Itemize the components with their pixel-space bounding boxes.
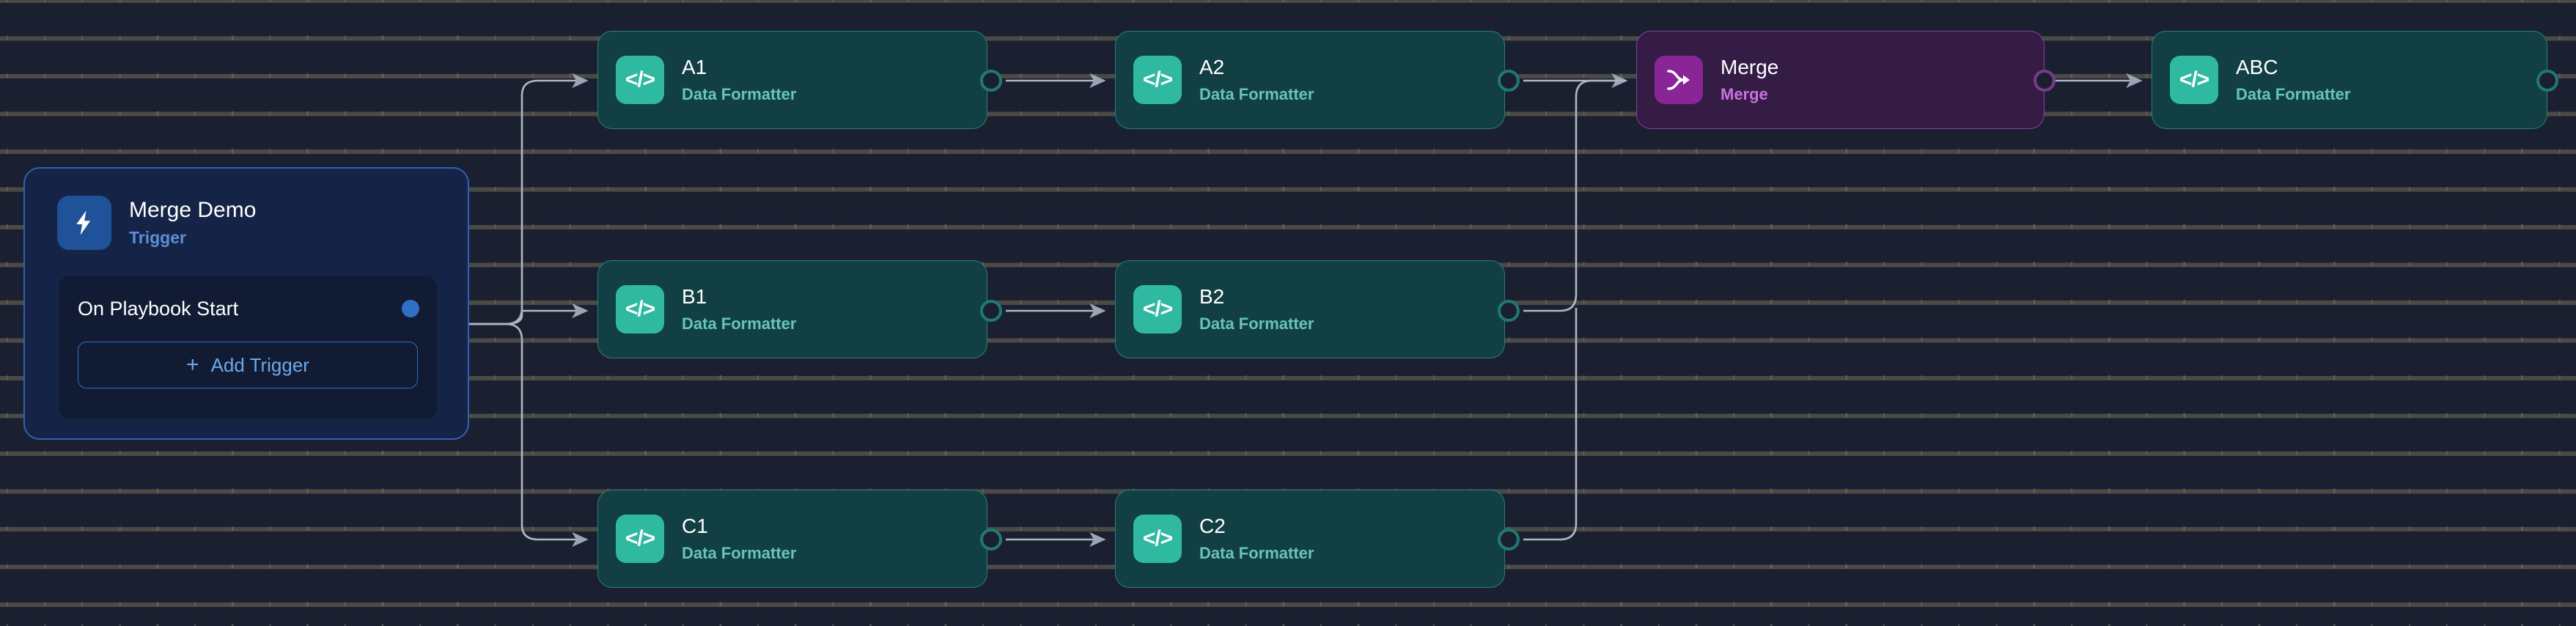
node-b1[interactable]: </> B1 Data Formatter	[597, 260, 987, 358]
node-c1-output-port[interactable]	[980, 529, 1002, 550]
node-merge-output-port[interactable]	[2034, 70, 2056, 92]
node-a2[interactable]: </> A2 Data Formatter	[1115, 31, 1505, 129]
code-icon: </>	[616, 56, 664, 104]
trigger-output-port[interactable]	[402, 300, 419, 317]
trigger-card[interactable]: Merge Demo Trigger On Playbook Start + A…	[23, 167, 469, 440]
code-icon: </>	[616, 515, 664, 563]
node-subtitle: Data Formatter	[1199, 544, 1314, 563]
plus-icon: +	[186, 353, 199, 377]
trigger-title: Merge Demo	[129, 197, 257, 222]
code-icon: </>	[1133, 515, 1182, 563]
add-trigger-label: Add Trigger	[210, 353, 309, 376]
edge-c2-merge	[1523, 308, 1578, 541]
node-b2[interactable]: </> B2 Data Formatter	[1115, 260, 1505, 358]
node-subtitle: Data Formatter	[1199, 314, 1314, 334]
node-title: B1	[682, 284, 707, 308]
node-subtitle: Data Formatter	[1199, 85, 1314, 104]
node-title: A2	[1199, 55, 1225, 78]
node-b1-output-port[interactable]	[980, 300, 1002, 322]
trigger-row-label: On Playbook Start	[78, 297, 239, 320]
merge-icon	[1655, 56, 1703, 104]
node-subtitle: Data Formatter	[682, 314, 797, 334]
node-title: C2	[1199, 514, 1226, 537]
code-icon: </>	[1133, 56, 1182, 104]
node-a1-output-port[interactable]	[980, 70, 1002, 92]
node-c2-output-port[interactable]	[1498, 529, 1520, 550]
node-abc[interactable]: </> ABC Data Formatter	[2152, 31, 2547, 129]
trigger-header: Merge Demo Trigger	[41, 185, 452, 261]
trigger-row-on-playbook-start[interactable]: On Playbook Start	[78, 295, 419, 323]
node-subtitle: Data Formatter	[2236, 85, 2351, 104]
code-icon: </>	[2170, 56, 2218, 104]
code-icon: </>	[616, 285, 664, 334]
edge-b2-merge	[1523, 79, 1626, 312]
node-subtitle: Merge	[1721, 85, 1768, 104]
node-b2-output-port[interactable]	[1498, 300, 1520, 322]
node-c1[interactable]: </> C1 Data Formatter	[597, 490, 987, 588]
node-a2-output-port[interactable]	[1498, 70, 1520, 92]
node-title: B2	[1199, 284, 1225, 308]
node-a1[interactable]: </> A1 Data Formatter	[597, 31, 987, 129]
add-trigger-button[interactable]: + Add Trigger	[78, 342, 418, 389]
code-icon: </>	[1133, 285, 1182, 334]
node-title: Merge	[1721, 55, 1779, 78]
node-merge[interactable]: Merge Merge	[1636, 31, 2045, 129]
node-abc-output-port[interactable]	[2536, 70, 2558, 92]
node-title: ABC	[2236, 55, 2278, 78]
node-subtitle: Data Formatter	[682, 85, 797, 104]
lightning-bolt-icon	[57, 196, 111, 250]
node-title: A1	[682, 55, 707, 78]
node-title: C1	[682, 514, 708, 537]
node-subtitle: Data Formatter	[682, 544, 797, 563]
trigger-panel: On Playbook Start + Add Trigger	[59, 276, 437, 419]
trigger-subtitle: Trigger	[129, 228, 186, 248]
node-c2[interactable]: </> C2 Data Formatter	[1115, 490, 1505, 588]
